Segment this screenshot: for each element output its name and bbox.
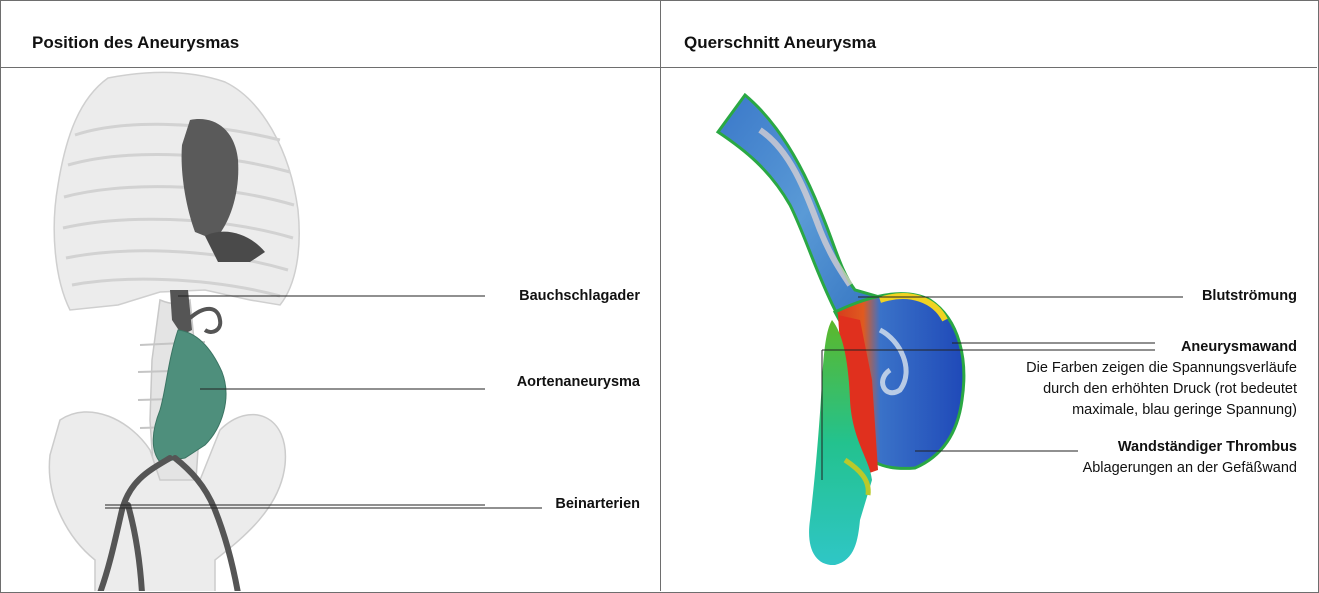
label-aneurysm-wall-desc-3: maximale, blau geringe Spannung) <box>1026 400 1297 421</box>
label-blood-flow-text: Blutströmung <box>1202 288 1297 304</box>
label-aneurysm-wall-desc-1: Die Farben zeigen die Spannungsverläufe <box>1026 358 1297 379</box>
label-aortic-aneurysm: Aortenaneurysma <box>517 372 640 393</box>
label-abdominal-artery: Bauchschlagader <box>519 286 640 307</box>
cross-section-illustration <box>718 95 964 565</box>
label-thrombus-title: Wandständiger Thrombus <box>1118 439 1297 455</box>
vessel-upper <box>718 95 890 330</box>
label-aneurysm-wall-desc-2: durch den erhöhten Druck (rot bedeutet <box>1026 379 1297 400</box>
label-leg-arteries: Beinarterien <box>555 494 640 515</box>
label-aneurysm-wall-title: Aneurysmawand <box>1181 339 1297 355</box>
label-thrombus-desc: Ablagerungen an der Gefäßwand <box>1083 458 1297 479</box>
label-blood-flow: Blutströmung <box>1202 286 1297 307</box>
label-aortic-aneurysm-text: Aortenaneurysma <box>517 374 640 390</box>
skeleton-illustration <box>49 72 299 593</box>
label-thrombus: Wandständiger Thrombus Ablagerungen an d… <box>1083 437 1297 479</box>
label-aneurysm-wall: Aneurysmawand Die Farben zeigen die Span… <box>1026 337 1297 421</box>
label-abdominal-artery-text: Bauchschlagader <box>519 288 640 304</box>
label-leg-arteries-text: Beinarterien <box>555 496 640 512</box>
